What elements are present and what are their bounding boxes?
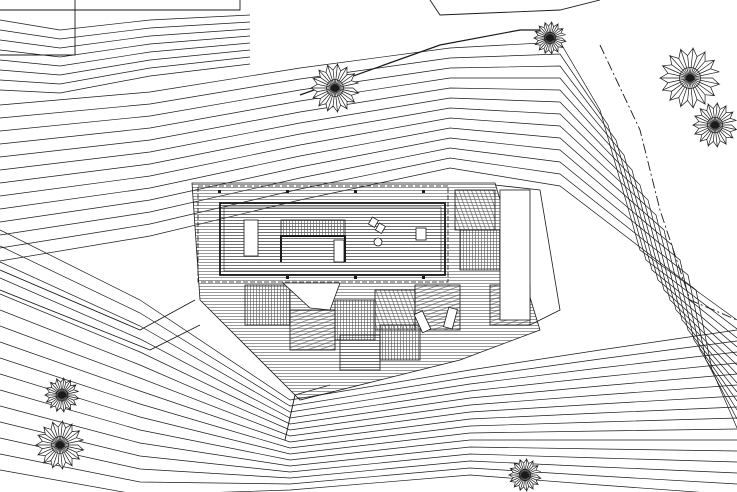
contour-line	[0, 309, 737, 431]
kitchen-block	[280, 235, 346, 262]
contour-line	[0, 97, 737, 366]
side-table	[373, 237, 383, 247]
contour-line	[0, 373, 737, 455]
tree-icon	[691, 101, 737, 149]
staircase	[280, 219, 346, 237]
contour-line	[0, 341, 737, 443]
sun-lounger	[443, 306, 458, 330]
contour-line	[0, 42, 251, 67]
contour-line	[0, 325, 737, 437]
contour-line	[0, 56, 251, 85]
contour-line	[0, 157, 737, 420]
tree-icon	[309, 62, 360, 114]
contour-line	[0, 41, 737, 321]
tree-icon	[43, 376, 80, 414]
contour-line	[0, 277, 737, 419]
contour-line	[0, 87, 737, 357]
tree-icon	[658, 46, 721, 110]
dining-table	[243, 219, 259, 257]
contour-line	[0, 127, 737, 393]
contour-line	[0, 35, 251, 58]
tree-icon	[532, 20, 568, 56]
contour-line	[0, 261, 737, 413]
tree-icon	[34, 419, 85, 471]
contour-line	[0, 137, 737, 402]
sun-lounger	[413, 310, 432, 334]
fireplace	[415, 227, 427, 241]
lounge-chair	[367, 216, 380, 229]
contour-line	[0, 28, 251, 49]
house	[218, 190, 458, 334]
tree-icon	[507, 457, 543, 492]
contour-line	[0, 389, 737, 461]
contour-line	[0, 14, 251, 31]
contour-line	[0, 21, 251, 40]
contour-line	[0, 421, 737, 473]
contour-line	[0, 117, 737, 384]
contour-line	[0, 357, 737, 449]
contour-line	[0, 453, 737, 485]
contour-line	[0, 245, 737, 407]
contour-line	[0, 65, 737, 339]
contour-line	[0, 77, 737, 348]
contour-line	[0, 53, 737, 330]
contour-line	[0, 107, 737, 375]
contour-line	[0, 49, 251, 76]
contour-line	[0, 469, 701, 492]
contour-line	[0, 147, 737, 411]
contour-line	[0, 167, 737, 429]
lounge-chair	[374, 222, 387, 235]
contour-line	[0, 63, 251, 94]
trees	[34, 20, 737, 492]
contour-lines	[0, 14, 737, 492]
contour-line	[0, 437, 737, 479]
contour-line	[0, 405, 737, 467]
contour-line	[0, 229, 737, 401]
contour-line	[0, 293, 737, 425]
